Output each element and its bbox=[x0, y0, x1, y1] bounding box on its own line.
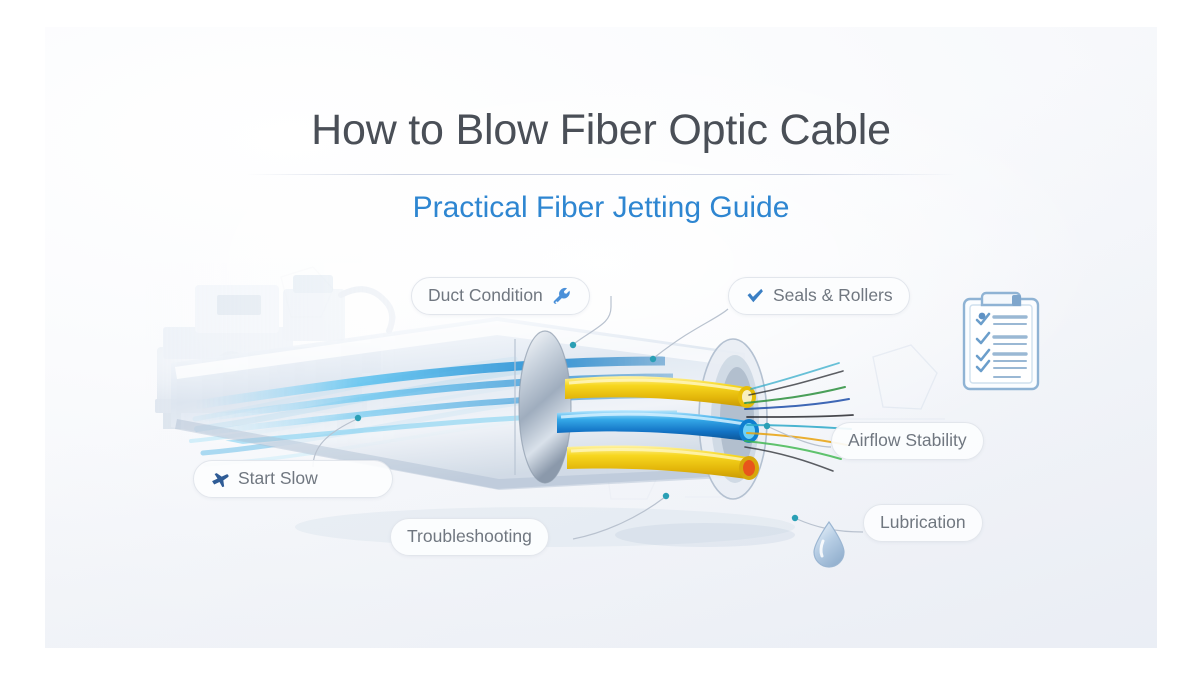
label-chip-airflow-stability-text: Airflow Stability bbox=[848, 430, 967, 451]
label-chip-airflow-stability[interactable]: Airflow Stability bbox=[831, 422, 984, 460]
label-chip-troubleshooting[interactable]: Troubleshooting bbox=[390, 518, 549, 556]
page-title: How to Blow Fiber Optic Cable bbox=[311, 106, 891, 154]
duct-collar bbox=[514, 330, 572, 484]
label-chip-lubrication-text: Lubrication bbox=[880, 512, 966, 533]
microduct-bundle bbox=[557, 376, 759, 480]
label-chip-troubleshooting-text: Troubleshooting bbox=[407, 526, 532, 547]
leader-endpoints bbox=[354, 341, 799, 522]
label-chip-start-slow[interactable]: Start Slow bbox=[193, 460, 393, 498]
water-droplet-icon bbox=[809, 519, 849, 576]
page-subtitle: Practical Fiber Jetting Guide bbox=[412, 191, 790, 224]
clipboard-checklist-icon bbox=[960, 289, 1042, 398]
label-chip-duct-condition[interactable]: Duct Condition bbox=[411, 277, 590, 315]
airflow-streaks bbox=[189, 356, 539, 467]
slide-panel: How to Blow Fiber Optic Cable Practical … bbox=[45, 27, 1157, 648]
check-icon bbox=[745, 286, 765, 306]
label-chip-seals-rollers[interactable]: Seals & Rollers bbox=[728, 277, 910, 315]
wrench-icon bbox=[551, 285, 573, 307]
plane-icon bbox=[210, 469, 230, 489]
label-chip-seals-rollers-text: Seals & Rollers bbox=[773, 285, 893, 306]
blowing-machine bbox=[155, 275, 396, 429]
label-chip-start-slow-text: Start Slow bbox=[238, 468, 318, 489]
label-chip-lubrication[interactable]: Lubrication bbox=[863, 504, 983, 542]
leader-lines bbox=[312, 296, 864, 540]
title-divider bbox=[245, 174, 957, 175]
label-chip-duct-condition-text: Duct Condition bbox=[428, 285, 543, 306]
